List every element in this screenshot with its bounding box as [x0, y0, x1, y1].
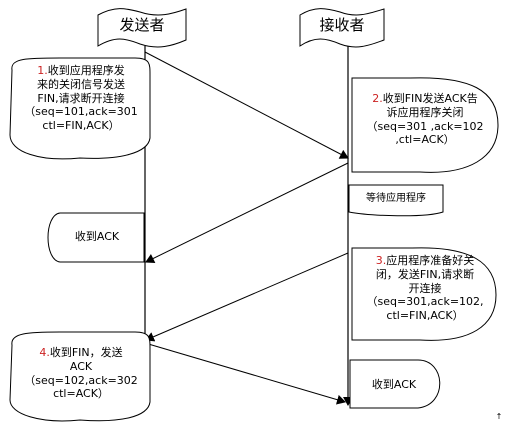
receiver-ack-bubble [349, 359, 441, 409]
sender-header-flag [97, 8, 187, 48]
receiver-ack-label: 收到ACK [371, 378, 417, 391]
receiver-header-flag [299, 8, 385, 48]
step3-bubble [351, 247, 497, 341]
ack-arrow-1 [145, 162, 349, 263]
sender-ack-label: 收到ACK [74, 230, 120, 243]
receiver-title: 接收者 [319, 16, 365, 34]
fin-arrow-1 [144, 51, 349, 159]
step2-bubble [351, 77, 499, 173]
step4-bubble [9, 331, 151, 422]
waiting-label: 等待应用程序 [366, 193, 426, 204]
step1-text: 1.收到应用程序发 来的关闭信号发送 FIN,请求断开连接 （seq=101,a… [24, 64, 138, 132]
step1-bubble [9, 57, 151, 160]
fin-arrow-2 [145, 252, 349, 342]
step3-text: 3.应用程序准备好关 闭，发送FIN,请求断 开连接 （seq=301,ack=… [366, 254, 484, 322]
sender-title: 发送者 [119, 16, 165, 34]
step1-number: 1. [37, 64, 48, 77]
corner-mark: ↑ [495, 412, 503, 421]
waiting-note-box [348, 184, 444, 217]
step2-number: 2. [372, 92, 383, 105]
step4-text: 4.收到FIN，发送 ACK （seq=102,ack=302 ctl=ACK） [24, 346, 138, 401]
sender-ack-bubble [47, 212, 145, 263]
ack-arrow-2 [144, 342, 346, 405]
step3-number: 3. [375, 254, 387, 267]
step4-number: 4. [39, 346, 50, 359]
step2-text: 2.收到FIN发送ACK告 诉应用程序关闭 （seq=301 ,ack=102 … [366, 92, 484, 147]
